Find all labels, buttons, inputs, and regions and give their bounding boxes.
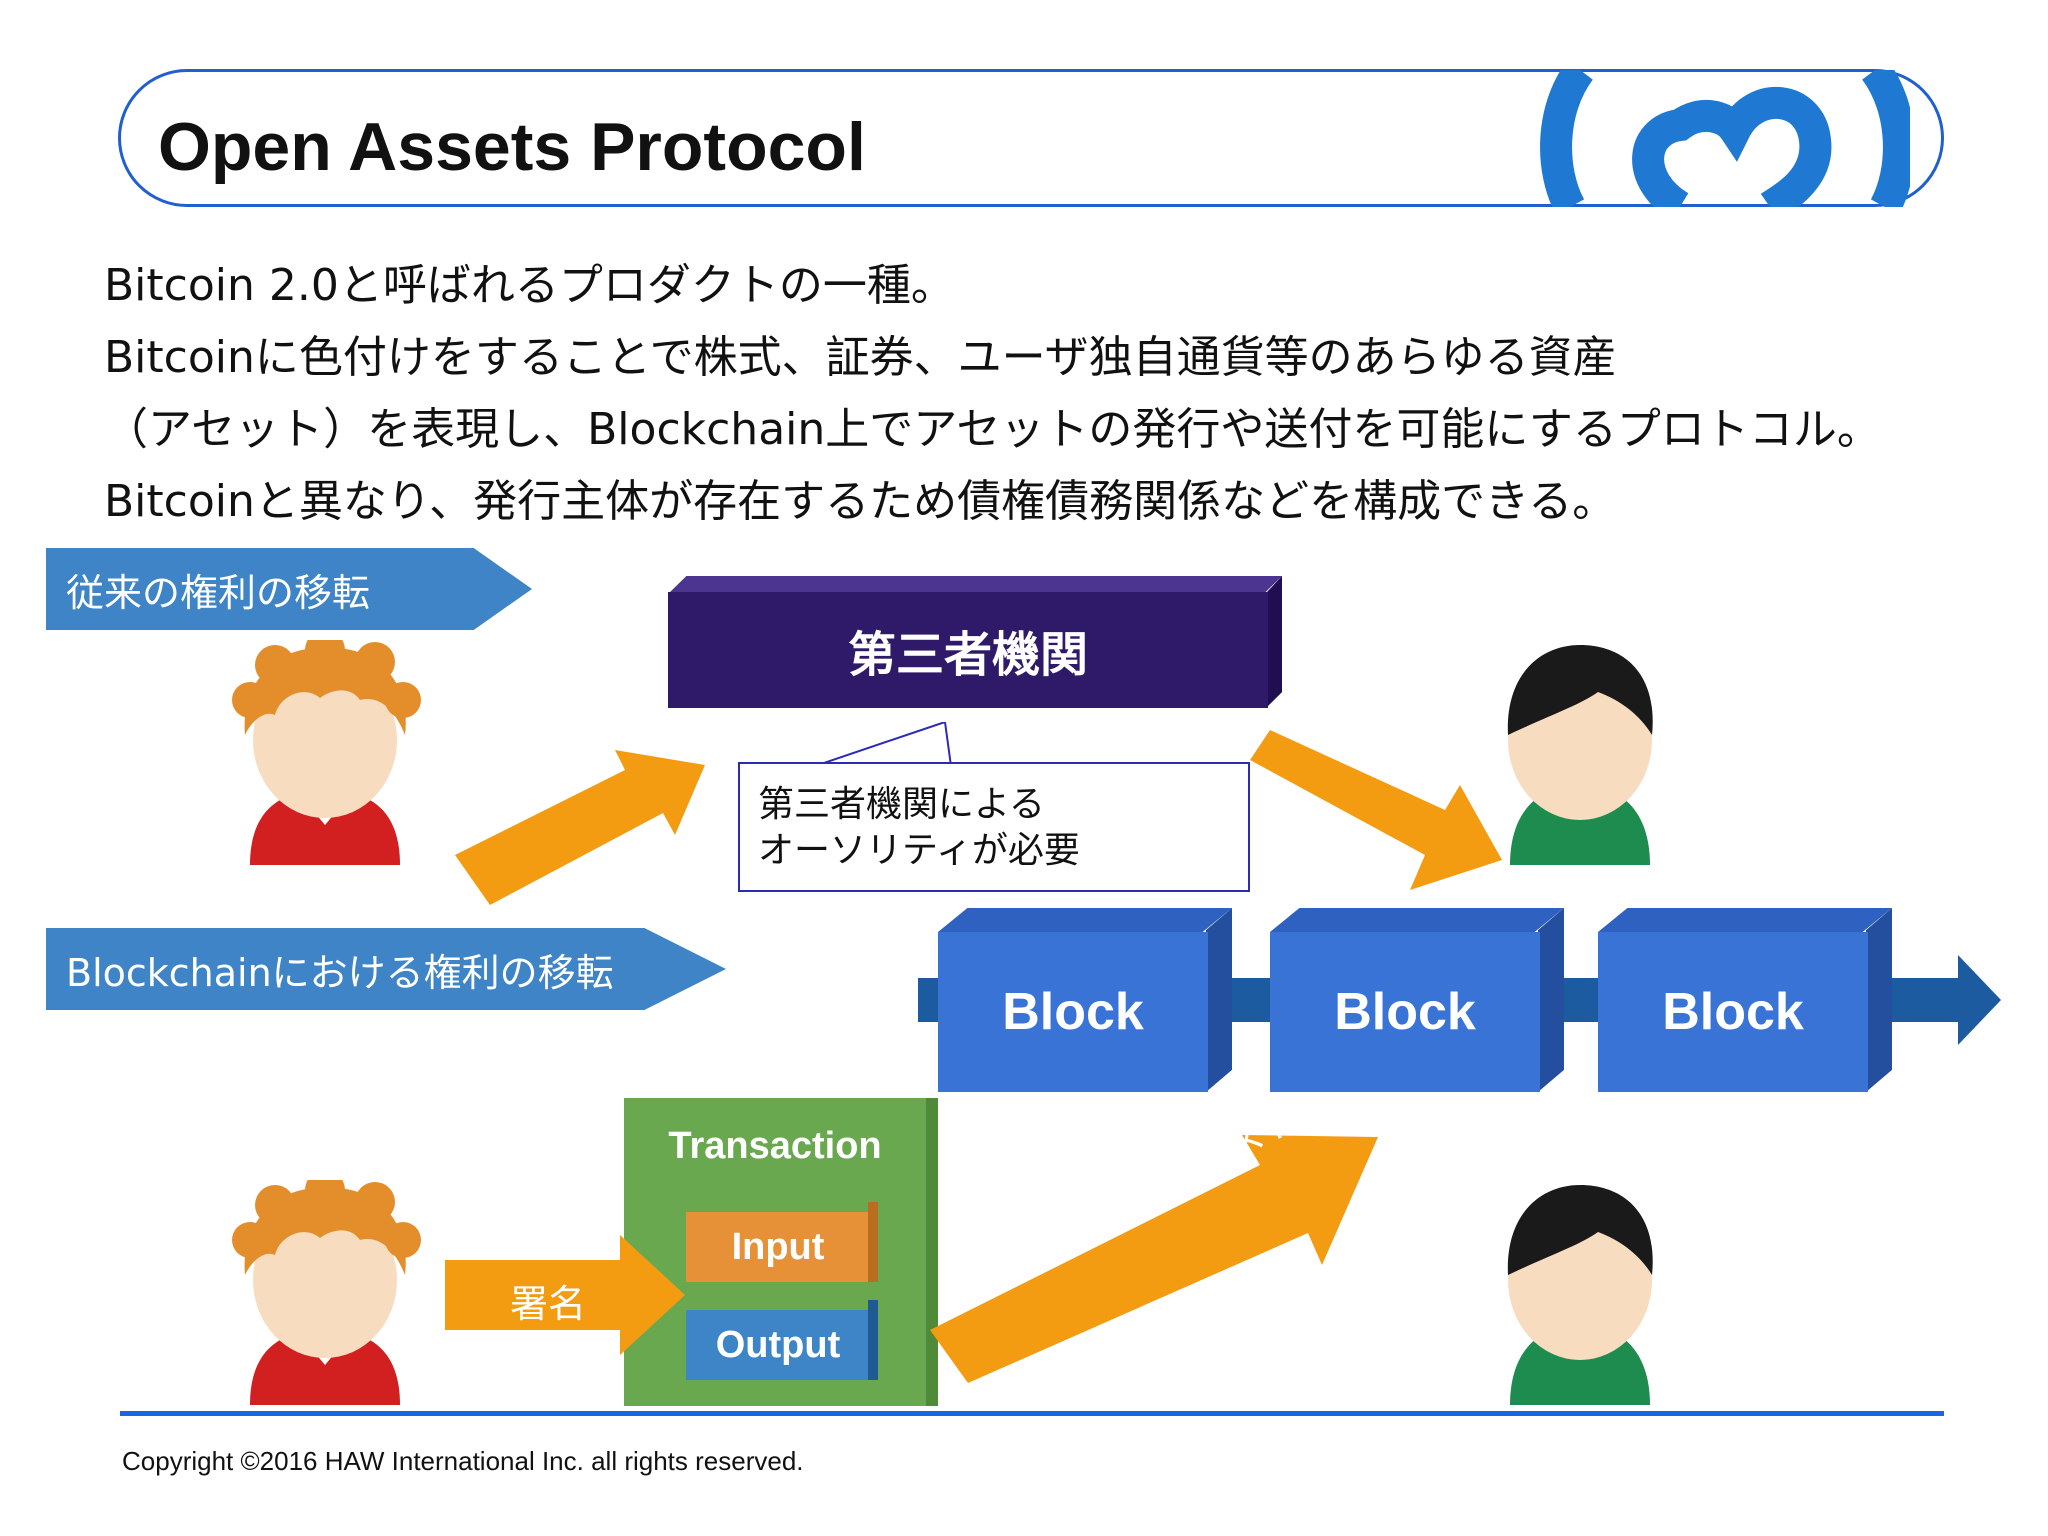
- intro-text: Bitcoin 2.0と呼ばれるプロダクトの一種。 Bitcoinに色付けをする…: [104, 250, 1881, 538]
- block: Block: [938, 932, 1208, 1092]
- arrow-to-third-party-icon: [455, 750, 705, 905]
- callout-line: オーソリティが必要: [758, 830, 1080, 871]
- intro-line: Bitcoinに色付けをすることで株式、証券、ユーザ独自通貨等のあらゆる資産: [104, 332, 1617, 383]
- output-box-side: [868, 1300, 878, 1380]
- block-side: [1538, 908, 1564, 1092]
- input-box-side: [868, 1202, 878, 1282]
- arrow-from-third-party-icon: [1250, 730, 1502, 890]
- sign-arrow-icon: [445, 1235, 685, 1355]
- footer-divider: [120, 1411, 1944, 1416]
- block: Block: [1270, 932, 1540, 1092]
- slide-title: Open Assets Protocol: [158, 109, 866, 185]
- company-logo-icon: [1540, 70, 1910, 207]
- receiver-person-icon: [1507, 645, 1653, 865]
- block-top: [1270, 908, 1564, 932]
- chain-link: [1228, 978, 1270, 1022]
- block-top: [1598, 908, 1892, 932]
- callout-pointer: [815, 722, 953, 766]
- callout-line: 第三者機関による: [758, 784, 1045, 825]
- broadcast-arrow-icon: [930, 1135, 1378, 1383]
- transaction-title: Transaction: [668, 1125, 882, 1167]
- traditional-transfer-label: 従来の権利の移転: [46, 548, 532, 630]
- block-top: [938, 908, 1232, 932]
- sign-label: 署名: [510, 1282, 587, 1326]
- block-side: [1206, 908, 1232, 1092]
- copyright-text: Copyright ©2016 HAW International Inc. a…: [122, 1446, 804, 1476]
- callout-box: 第三者機関による オーソリティが必要: [738, 762, 1250, 892]
- intro-line: Bitcoinと異なり、発行主体が存在するため債権債務関係などを構成できる。: [104, 476, 1617, 527]
- sender-person-icon: [232, 640, 421, 865]
- chain-arrow-icon: [1888, 955, 2001, 1045]
- block: Block: [1598, 932, 1868, 1092]
- recipient-person-icon: [1507, 1185, 1653, 1405]
- output-box: Output: [686, 1310, 870, 1380]
- input-box: Input: [686, 1212, 870, 1282]
- third-party-box: 第三者機関: [668, 592, 1268, 708]
- blockchain-transfer-label: Blockchainにおける権利の移転: [46, 928, 726, 1010]
- third-party-box-top: [668, 576, 1282, 594]
- traditional-transfer-text: 従来の権利の移転: [66, 570, 371, 615]
- chain-link: [918, 978, 940, 1022]
- third-party-box-side: [1266, 576, 1282, 708]
- intro-line: Bitcoin 2.0と呼ばれるプロダクトの一種。: [104, 260, 955, 311]
- blockchain-transfer-text: Blockchainにおける権利の移転: [66, 950, 614, 995]
- signer-person-icon: [232, 1180, 421, 1405]
- block-side: [1866, 908, 1892, 1092]
- intro-line: （アセット）を表現し、Blockchain上でアセットの発行や送付を可能にするプ…: [104, 404, 1881, 455]
